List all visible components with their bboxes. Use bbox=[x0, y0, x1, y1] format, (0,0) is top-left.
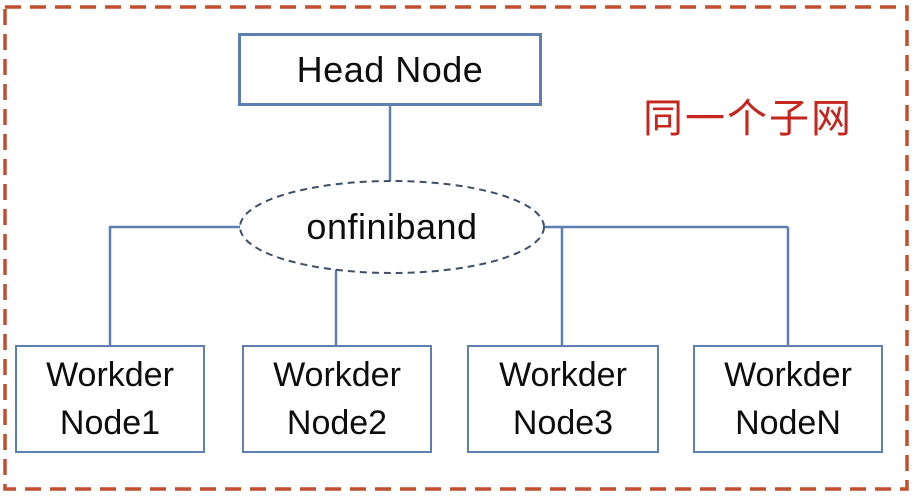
head-node-label: Head Node bbox=[296, 48, 484, 90]
worker-node-1-box: Workder Node1 bbox=[15, 345, 205, 453]
worker-node-3-box: Workder Node3 bbox=[467, 345, 659, 453]
worker-node-n-box: Workder NodeN bbox=[693, 345, 883, 453]
subnet-boundary-rect bbox=[3, 5, 909, 491]
worker-node-1-label: Workder Node1 bbox=[46, 355, 174, 442]
network-ellipse bbox=[239, 180, 545, 274]
worker-node-2-label: Workder Node2 bbox=[273, 355, 401, 442]
worker-node-2-box: Workder Node2 bbox=[242, 345, 432, 453]
head-node-box: Head Node bbox=[238, 33, 542, 106]
worker-node-n-label: Workder NodeN bbox=[724, 355, 852, 442]
network-label: onfiniband bbox=[306, 206, 478, 247]
connector-network-to-worker1 bbox=[108, 225, 241, 345]
subnet-annotation: 同一个子网 bbox=[643, 96, 853, 142]
worker-node-3-label: Workder Node3 bbox=[499, 355, 627, 442]
